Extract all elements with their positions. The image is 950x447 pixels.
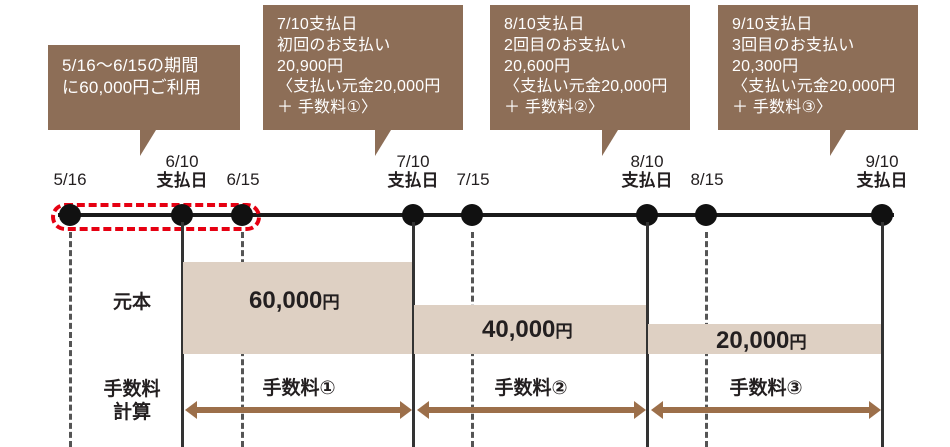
fee-arrow-3-head-right bbox=[869, 401, 881, 419]
callout-usage-line-1: 5/16〜6/15の期間 bbox=[62, 56, 199, 75]
callout-p3-line-3: 20,300円 bbox=[732, 57, 799, 75]
principal-bar-value-60000: 60,000 bbox=[249, 287, 323, 314]
callout-p3-tail bbox=[830, 130, 846, 156]
callout-p1-line-5: ＋ 手数料①〉 bbox=[277, 99, 378, 117]
date-label-0810-top: 8/10 bbox=[630, 152, 664, 171]
callout-p1-line-3: 20,900円 bbox=[277, 57, 344, 75]
fee-arrow-1-head-right bbox=[400, 401, 412, 419]
fee-label-1-text: 手数料① bbox=[262, 378, 336, 399]
date-label-0910-bottom: 支払日 bbox=[856, 171, 908, 191]
callout-p3-line-1: 9/10支払日 bbox=[732, 16, 813, 33]
principal-bar-label-20000: 20,000円 bbox=[716, 327, 807, 355]
callout-p2-line-1: 8/10支払日 bbox=[504, 16, 585, 33]
timeline-dot-0715 bbox=[461, 204, 483, 226]
date-label-0516-top: 5/16 bbox=[53, 170, 87, 189]
date-label-0715-top: 7/15 bbox=[456, 170, 490, 189]
gridline-0710 bbox=[412, 222, 415, 447]
callout-p2-line-5: ＋ 手数料②〉 bbox=[504, 99, 605, 117]
principal-bar-unit-40000: 円 bbox=[555, 321, 573, 341]
date-label-0710-bottom: 支払日 bbox=[387, 171, 439, 191]
callout-payment-3: 9/10支払日 3回目のお支払い 20,300円 〈支払い元金20,000円 ＋… bbox=[718, 5, 918, 156]
timeline-dot-0810 bbox=[636, 204, 658, 226]
callout-p2-line-2: 2回目のお支払い bbox=[504, 36, 627, 54]
gridline-0910 bbox=[881, 222, 884, 447]
date-label-0610-top: 6/10 bbox=[165, 152, 199, 171]
callout-p1-tail bbox=[375, 130, 391, 156]
principal-bar-unit-20000: 円 bbox=[789, 332, 807, 352]
date-label-0615: 6/15 bbox=[211, 170, 275, 189]
callout-payment-1: 7/10支払日 初回のお支払い 20,900円 〈支払い元金20,000円 ＋ … bbox=[263, 5, 463, 156]
principal-bar-value-40000: 40,000 bbox=[482, 316, 556, 343]
timeline-dot-0710 bbox=[402, 204, 424, 226]
timeline-dot-0615 bbox=[231, 204, 253, 226]
fee-label-2: 手数料② bbox=[417, 373, 645, 400]
fee-label-1: 手数料① bbox=[185, 373, 413, 400]
fee-arrow-1 bbox=[185, 399, 412, 421]
callout-p1-line-1: 7/10支払日 bbox=[277, 16, 358, 33]
timeline-dot-0516 bbox=[59, 204, 81, 226]
row-label-fee-line-2: 計算 bbox=[112, 402, 151, 424]
callout-usage-tail bbox=[140, 130, 156, 156]
fee-label-2-text: 手数料② bbox=[494, 378, 568, 399]
callout-payment-2: 8/10支払日 2回目のお支払い 20,600円 〈支払い元金20,000円 ＋… bbox=[490, 5, 690, 156]
gridline-0610 bbox=[181, 222, 184, 447]
fee-arrow-1-bar bbox=[196, 407, 401, 413]
timeline-dot-0610 bbox=[171, 204, 193, 226]
principal-bar-value-20000: 20,000 bbox=[716, 327, 790, 354]
date-label-0610: 6/10 支払日 bbox=[143, 152, 221, 190]
principal-bar-unit-60000: 円 bbox=[322, 292, 340, 312]
fee-arrow-1-head-left bbox=[185, 401, 197, 419]
date-label-0810-bottom: 支払日 bbox=[621, 171, 673, 191]
date-label-0910: 9/10 支払日 bbox=[843, 152, 921, 190]
timeline-dot-0815 bbox=[695, 204, 717, 226]
gridline-0516 bbox=[69, 232, 72, 447]
gridline-0810 bbox=[646, 222, 649, 447]
fee-arrow-2-head-right bbox=[634, 401, 646, 419]
callout-p1-line-2: 初回のお支払い bbox=[277, 36, 391, 54]
date-label-0715: 7/15 bbox=[441, 170, 505, 189]
fee-label-3-text: 手数料③ bbox=[729, 378, 803, 399]
date-label-0910-top: 9/10 bbox=[865, 152, 899, 171]
date-label-0615-top: 6/15 bbox=[226, 170, 260, 189]
date-label-0610-bottom: 支払日 bbox=[156, 171, 208, 191]
date-label-0516: 5/16 bbox=[38, 170, 102, 189]
callout-p2-line-4: 〈支払い元金20,000円 bbox=[504, 78, 668, 96]
fee-arrow-3-bar bbox=[662, 407, 870, 413]
date-label-0710: 7/10 支払日 bbox=[374, 152, 452, 190]
fee-arrow-3 bbox=[651, 399, 881, 421]
fee-arrow-3-head-left bbox=[651, 401, 663, 419]
timeline-dot-0910 bbox=[871, 204, 893, 226]
row-label-fee: 手数料 計算 bbox=[88, 378, 176, 424]
callout-p3-line-5: ＋ 手数料③〉 bbox=[732, 99, 833, 117]
principal-bar-40000 bbox=[414, 305, 646, 354]
row-label-principal-text: 元本 bbox=[112, 292, 151, 313]
principal-bar-label-60000: 60,000円 bbox=[249, 287, 340, 315]
date-label-0815: 8/15 bbox=[675, 170, 739, 189]
date-label-0815-top: 8/15 bbox=[690, 170, 724, 189]
callout-usage-line-2: に60,000円ご利用 bbox=[62, 78, 202, 98]
callout-usage-period: 5/16〜6/15の期間 に60,000円ご利用 bbox=[48, 45, 240, 156]
callout-p3-line-2: 3回目のお支払い bbox=[732, 36, 855, 54]
fee-label-3: 手数料③ bbox=[651, 373, 881, 400]
row-label-principal: 元本 bbox=[92, 291, 172, 314]
callout-p2-tail bbox=[602, 130, 618, 156]
principal-bar-60000 bbox=[183, 262, 412, 354]
date-label-0810: 8/10 支払日 bbox=[608, 152, 686, 190]
fee-arrow-2-head-left bbox=[417, 401, 429, 419]
callout-p3-line-4: 〈支払い元金20,000円 bbox=[732, 78, 896, 96]
fee-arrow-2-bar bbox=[428, 407, 635, 413]
callout-p1-line-4: 〈支払い元金20,000円 bbox=[277, 78, 441, 96]
principal-bar-label-40000: 40,000円 bbox=[482, 316, 573, 344]
date-label-0710-top: 7/10 bbox=[396, 152, 430, 171]
usage-period-highlight bbox=[51, 203, 261, 231]
callout-p2-line-3: 20,600円 bbox=[504, 57, 571, 75]
fee-arrow-2 bbox=[417, 399, 646, 421]
principal-bar-20000 bbox=[648, 324, 881, 354]
row-label-fee-line-1: 手数料 bbox=[103, 379, 161, 400]
